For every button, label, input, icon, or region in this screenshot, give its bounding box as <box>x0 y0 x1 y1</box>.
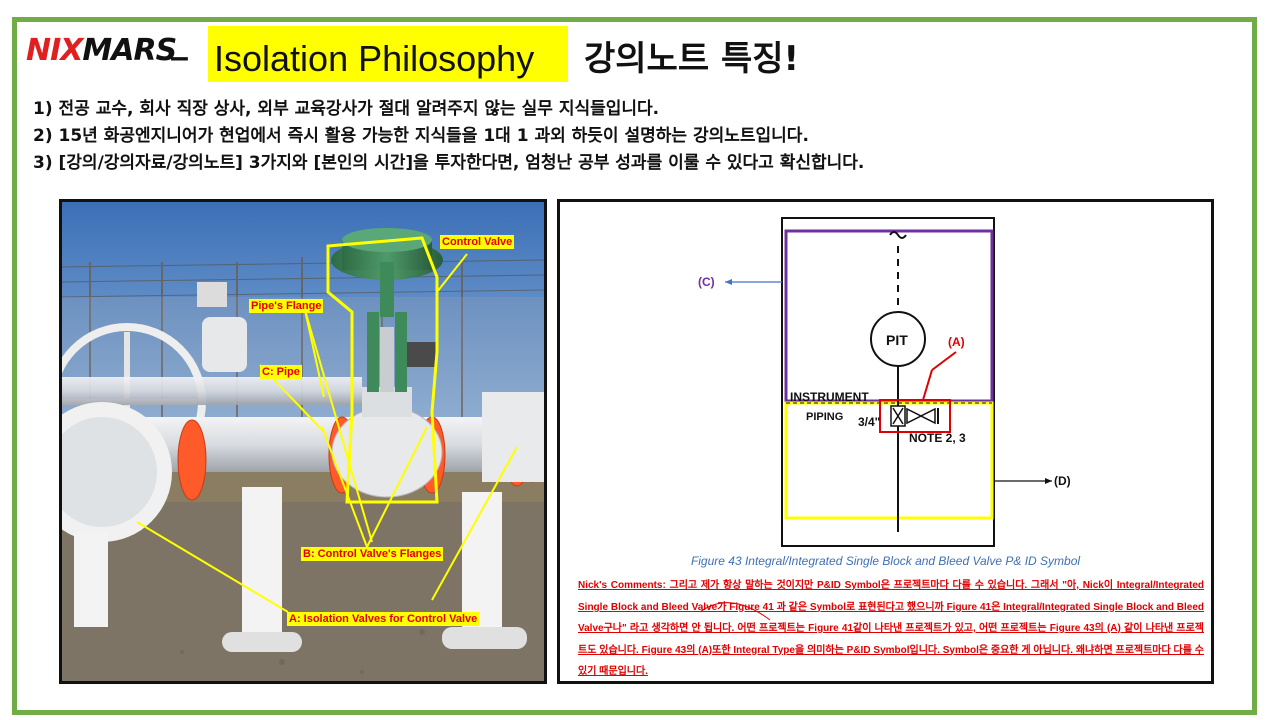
pit-label: PIT <box>886 332 908 348</box>
title-highlight-box <box>208 26 568 82</box>
note-label: NOTE 2, 3 <box>909 431 966 445</box>
logo-mars: MARS <box>82 33 177 68</box>
nixmars-logo: NIXMARS <box>26 33 177 68</box>
label-pipe: C: Pipe <box>260 365 302 379</box>
label-cv-flanges: B: Control Valve's Flanges <box>301 547 444 561</box>
pid-symbol-diagram: (C) (A) (D) PIT INSTRUMENT PIPING 3/4" N… <box>698 217 1071 621</box>
label-c: (C) <box>698 275 715 289</box>
label-control-valve: Control Valve <box>440 235 515 249</box>
feature-item: 2) 15년 화공엔지니어가 현업에서 즉시 활용 가능한 지식들을 1대 1 … <box>33 126 809 146</box>
label-isolation-valves: A: Isolation Valves for Control Valve <box>287 612 480 626</box>
page-title: Isolation Philosophy <box>214 38 535 79</box>
nick-comments: Nick's Comments: 그리고 제가 항상 말하는 것이지만 P&ID… <box>578 580 1204 677</box>
label-d: (D) <box>1054 474 1071 488</box>
page-title-suffix: 강의노트 특징! <box>584 39 800 79</box>
valve-photo: Control Valve Pipe's Flange C: Pipe B: C… <box>59 199 547 684</box>
feature-list: 1) 전공 교수, 회사 직장 상사, 외부 교육강사가 절대 알려주지 않는 … <box>33 96 864 177</box>
feature-item: 1) 전공 교수, 회사 직장 상사, 외부 교육강사가 절대 알려주지 않는 … <box>33 99 660 119</box>
pid-diagram-panel: (C) (A) (D) PIT INSTRUMENT PIPING 3/4" N… <box>557 199 1214 684</box>
size-label: 3/4" <box>858 415 880 429</box>
piping-label: PIPING <box>806 411 843 423</box>
figure-caption: Figure 43 Integral/Integrated Single Blo… <box>690 554 1081 568</box>
valve-photo-illustration <box>62 202 544 681</box>
instrument-label: INSTRUMENT <box>790 390 869 404</box>
logo-nix: NIX <box>26 33 83 68</box>
label-a: (A) <box>948 335 965 349</box>
feature-item: 3) [강의/강의자료/강의노트] 3가지와 [본인의 시간]을 투자한다면, … <box>33 153 865 173</box>
label-pipe-flange: Pipe's Flange <box>249 299 324 313</box>
title-dash: – <box>170 38 189 76</box>
